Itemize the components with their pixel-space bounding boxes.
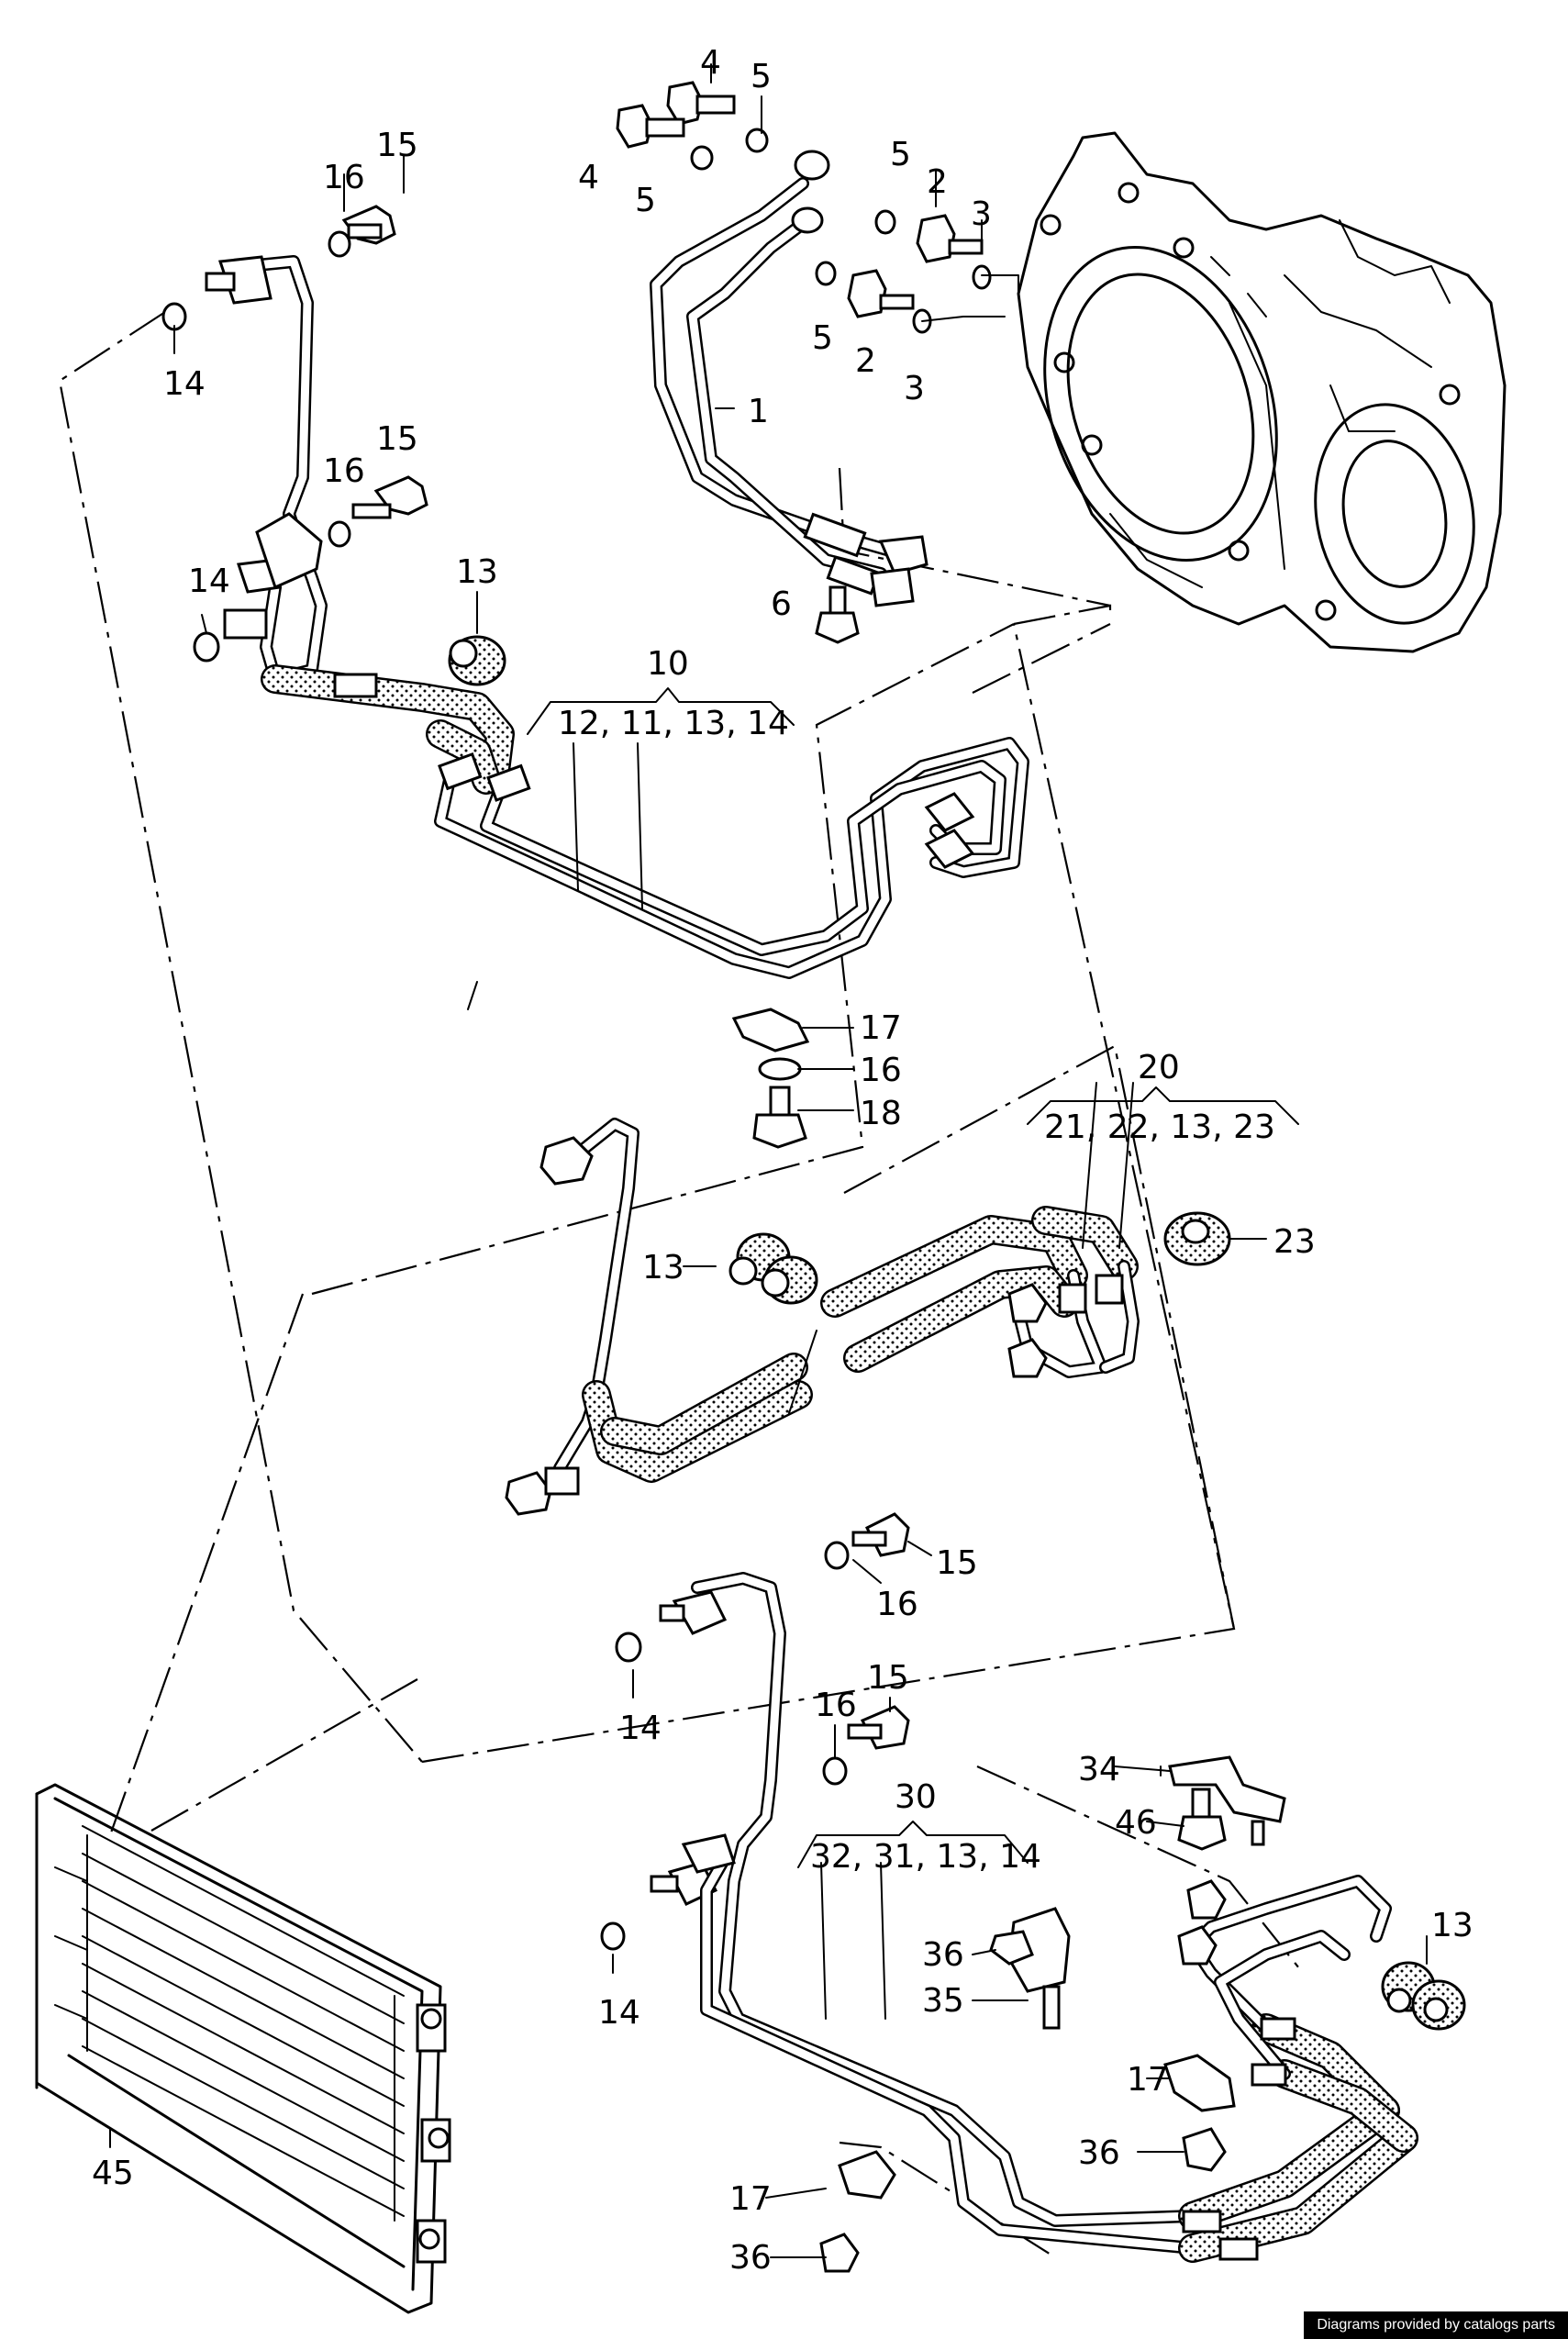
banjo-bolts-group	[616, 81, 1019, 334]
bolt-6	[815, 585, 860, 644]
callout-15a: 15	[376, 127, 418, 164]
callout-16b: 16	[323, 452, 365, 490]
clamp-17-upper	[731, 1008, 810, 1149]
callout-10-sub: 12, 11, 13, 14	[558, 705, 789, 742]
callout-15d: 15	[867, 1659, 909, 1697]
callout-5a: 5	[751, 58, 772, 95]
pipe-assembly-30	[681, 1572, 1466, 2263]
callout-36a: 36	[922, 1936, 964, 1974]
callout-18: 18	[860, 1095, 902, 1132]
credit-badge: Diagrams provided by catalogs parts	[1304, 2311, 1568, 2339]
callout-10: 10	[647, 645, 689, 683]
callout-15c: 15	[936, 1544, 978, 1582]
callout-5d: 5	[812, 319, 833, 357]
callout-17c: 17	[729, 2180, 772, 2218]
callout-45: 45	[92, 2155, 134, 2192]
callout-6: 6	[771, 585, 792, 623]
callout-5b: 5	[635, 182, 656, 219]
assembly-guide-lines	[58, 311, 1304, 2258]
callout-36b: 36	[1078, 2134, 1120, 2172]
lower-bolt-group	[600, 1512, 910, 1951]
callout-14b: 14	[188, 562, 230, 600]
callout-46: 46	[1115, 1804, 1157, 1842]
callout-2b: 2	[855, 342, 876, 380]
callout-13a: 13	[456, 553, 498, 591]
callout-17b: 17	[1127, 2061, 1169, 2099]
callout-14a: 14	[163, 365, 206, 403]
callout-17a: 17	[860, 1009, 902, 1047]
radiator-45	[35, 1783, 451, 2314]
callout-36c: 36	[729, 2239, 772, 2277]
callout-14c: 14	[619, 1710, 662, 1747]
callout-20-sub: 21, 22, 13, 23	[1044, 1108, 1275, 1146]
hose-assembly-10	[261, 635, 1029, 1010]
callout-34: 34	[1078, 1751, 1120, 1788]
callout-23: 23	[1273, 1223, 1316, 1261]
callout-4b: 4	[578, 159, 599, 196]
callout-1: 1	[748, 393, 769, 430]
left-upper-pipe	[161, 205, 428, 685]
callout-5c: 5	[890, 136, 911, 173]
bracket-parts	[819, 1755, 1286, 2273]
callout-30-sub: 32, 31, 13, 14	[810, 1838, 1041, 1876]
callout-15b: 15	[376, 420, 418, 458]
callout-16e: 16	[815, 1687, 857, 1724]
callout-16c: 16	[860, 1052, 902, 1089]
callout-30: 30	[895, 1778, 937, 1816]
callout-20: 20	[1138, 1049, 1180, 1086]
callout-numbers: 4 4 5 5 5 5 2 2 3 3 1 6 15 16 14 15 16 1…	[92, 44, 1473, 2277]
transmission-housing	[1017, 131, 1507, 653]
oil-pipe-1	[650, 150, 929, 607]
leader-lines	[109, 63, 1428, 2258]
callout-35: 35	[922, 1982, 964, 2020]
callout-13b: 13	[642, 1249, 684, 1286]
callout-3b: 3	[904, 370, 925, 407]
callout-4a: 4	[700, 44, 721, 82]
callout-2a: 2	[927, 163, 948, 201]
callout-16d: 16	[876, 1586, 918, 1623]
callout-16a: 16	[323, 159, 365, 196]
callout-3a: 3	[971, 195, 992, 233]
hose-assembly-20	[505, 1118, 1231, 1516]
callout-14d: 14	[598, 1994, 640, 2032]
callout-13c: 13	[1431, 1907, 1473, 1944]
